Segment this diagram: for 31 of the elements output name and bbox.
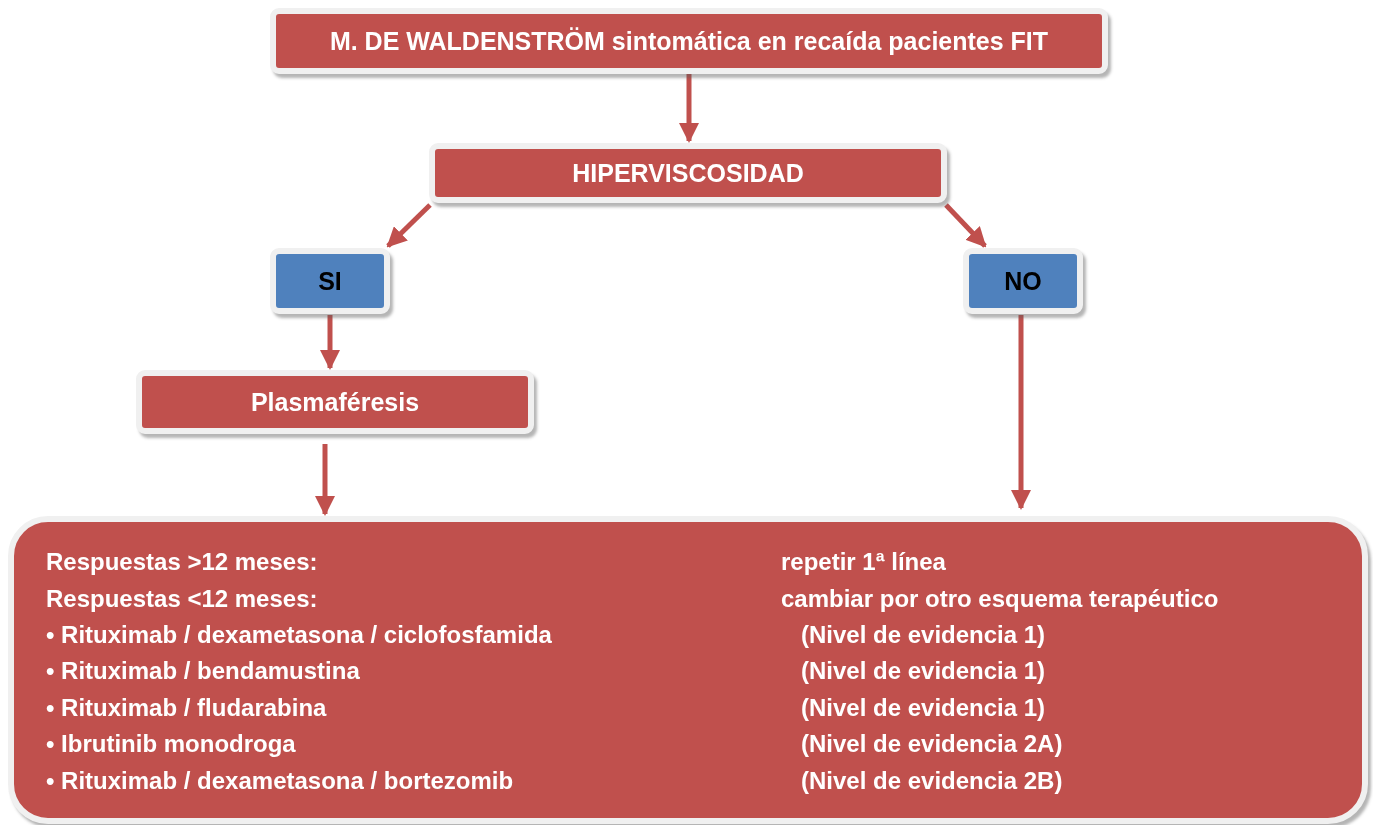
- node-text: • Rituximab / bendamustina: [46, 657, 360, 685]
- node-text: Respuestas <12 meses:: [46, 585, 318, 613]
- node-text: (Nivel de evidencia 2B): [801, 767, 1063, 795]
- answer-box: [270, 248, 390, 314]
- node-text: M. DE WALDENSTRÖM sintomática en recaída pacientes FIT: [329, 26, 1049, 56]
- arrow: [320, 315, 340, 370]
- arrow: [679, 74, 699, 143]
- node-text: NO: [1004, 266, 1042, 296]
- title-box: [270, 8, 1108, 74]
- process-box: [136, 370, 534, 434]
- arrow: [315, 444, 335, 516]
- answer-box: [963, 248, 1083, 314]
- treatment-box: [8, 516, 1368, 824]
- node-text: (Nivel de evidencia 1): [801, 621, 1046, 649]
- arrow: [944, 203, 987, 248]
- node-text: (Nivel de evidencia 1): [801, 657, 1046, 685]
- node-text: (Nivel de evidencia 1): [801, 694, 1046, 722]
- node-text: Plasmaféresis: [250, 387, 420, 417]
- node-text: repetir 1ª línea: [781, 548, 946, 576]
- decision-box: [429, 143, 947, 203]
- node-text: • Rituximab / fludarabina: [46, 694, 327, 722]
- node-text: SI: [318, 266, 342, 296]
- node-text: • Rituximab / dexametasona / ciclofosfamida: [46, 621, 552, 649]
- arrow: [386, 203, 432, 248]
- node-text: cambiar por otro esquema terapéutico: [781, 585, 1219, 613]
- node-text: (Nivel de evidencia 2A): [801, 730, 1063, 758]
- node-text: • Ibrutinib monodroga: [46, 730, 296, 758]
- node-text: • Rituximab / dexametasona / bortezomib: [46, 767, 514, 795]
- arrow: [1011, 315, 1031, 510]
- node-text: HIPERVISCOSIDAD: [572, 158, 804, 188]
- node-text: Respuestas >12 meses:: [46, 548, 318, 576]
